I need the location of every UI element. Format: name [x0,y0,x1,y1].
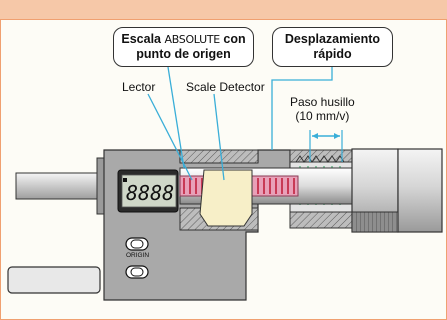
absolute-brand-logo: ABSOLUTE [164,33,220,46]
thimble-knurl [351,211,399,233]
frame-bottom-strip [7,266,101,294]
second-button[interactable] [125,265,149,279]
pitch-arrowhead-left [312,133,318,139]
callout-rapid-line1: Desplazamiento [284,32,381,46]
leader-lector [147,93,193,181]
leader-callout-rapid [271,67,333,150]
callout-absolute-prefix: Escala [121,32,165,46]
scale-graduations [183,178,295,194]
title-bar [0,0,447,19]
label-lector: Lector [122,80,156,94]
label-spindle-pitch: Paso husillo (10 mm/v) [290,95,355,123]
sleeve-bottom-hatch [289,211,353,229]
pitch-arrowhead-right [334,133,340,139]
origin-button[interactable] [125,237,149,251]
label-paso-line1: Paso husillo [290,95,355,109]
callout-absolute-suffix: con [219,32,246,46]
scale-detector-block [199,169,253,227]
callout-rapid-line2: rápido [313,47,352,61]
callout-rapid-travel: Desplazamiento rápido [272,27,393,67]
origin-button-label: ORIGIN [126,252,150,259]
thread-teeth [295,155,345,163]
thimble-cap [397,148,443,233]
leader-callout-absolute [167,66,185,169]
callout-absolute-line2: punto de origen [136,47,231,61]
leader-scale-detector [213,93,225,181]
second-button-inner [130,267,144,277]
label-scale-detector: Scale Detector [186,80,265,94]
anvil-shaft [15,172,101,200]
lcd-indicator [123,178,127,182]
lcd-screen [121,174,177,208]
origin-button-inner [130,239,144,249]
callout-absolute-line1: Escala ABSOLUTE con [114,32,253,47]
label-paso-line2: (10 mm/v) [295,109,350,123]
callout-absolute-scale: Escala ABSOLUTE con punto de origen [113,27,254,67]
housing-top-hatch [179,149,259,164]
lcd-digits: 8888 [126,181,174,205]
